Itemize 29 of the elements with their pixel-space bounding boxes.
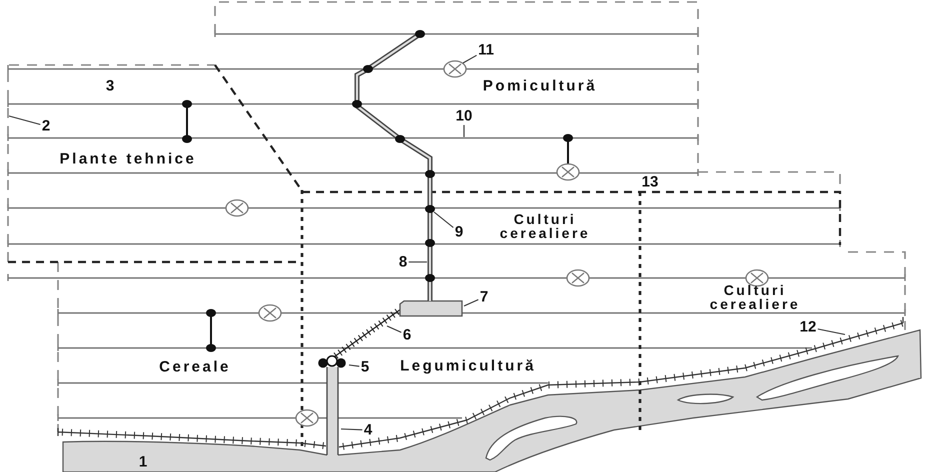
leader-line [348, 364, 360, 367]
crop-zone-label: Plante tehnice [60, 152, 196, 166]
leader-line [818, 328, 846, 336]
callout-number: 12 [800, 320, 816, 334]
callout-number: 2 [42, 118, 50, 134]
crop-zone-label: Culturi cerealiere [708, 283, 802, 311]
leader-line [408, 261, 427, 263]
callout-number: 5 [360, 360, 370, 374]
callout-number: 8 [398, 254, 408, 270]
leader-line [340, 428, 362, 430]
callout-number: 4 [364, 422, 372, 438]
callout-number: 13 [642, 174, 658, 190]
callout-number: 10 [456, 108, 472, 124]
leader-line [462, 54, 477, 64]
callout-number: 9 [454, 224, 464, 240]
crop-zone-label: Culturi cerealiere [498, 212, 592, 240]
callout-number: 1 [138, 454, 148, 470]
leader-line [8, 115, 40, 126]
leader-line [386, 326, 402, 333]
leader-line [434, 212, 454, 228]
callout-number: 11 [478, 42, 494, 58]
crop-zone-label: Cereale [159, 360, 231, 374]
callout-number: 6 [402, 328, 412, 342]
leader-line [463, 125, 465, 137]
callout-number: 7 [480, 290, 488, 304]
crop-zone-label: Pomicultură [482, 78, 598, 94]
leader-line [464, 299, 479, 306]
callout-number: 3 [106, 78, 114, 94]
crop-zone-label: Legumicultură [400, 358, 536, 374]
